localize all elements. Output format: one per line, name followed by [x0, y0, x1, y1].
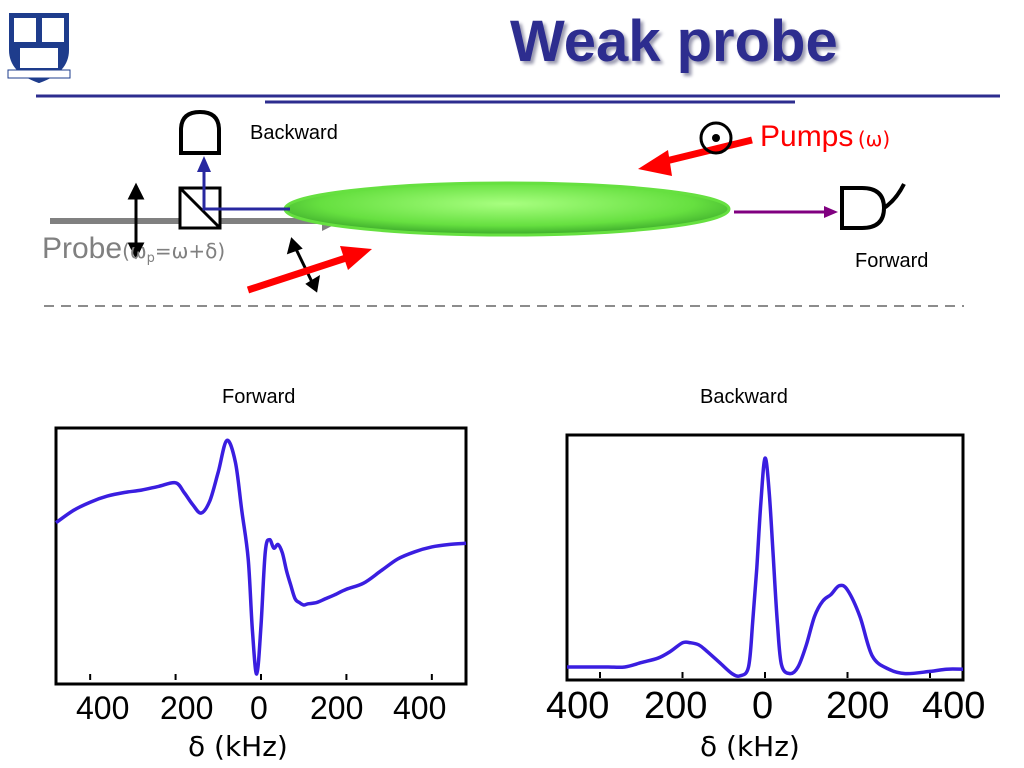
backward-detector-icon [179, 109, 221, 155]
probe-frequency-open: (ω [122, 239, 147, 263]
out-of-plane-polarization-icon [699, 121, 733, 155]
pumps-label-group: Pumps (ω) [760, 120, 890, 154]
atomic-cloud [283, 181, 731, 237]
pumps-label: Pumps [760, 120, 854, 153]
pump-beam-lower-arrowhead [340, 246, 372, 270]
probe-frequency-subscript: p [146, 251, 155, 267]
backward-x-axis-label: δ (kHz) [700, 730, 800, 763]
pump-beam-lower [246, 254, 348, 294]
forward-plot-frame [54, 426, 468, 686]
forward-tick-label: 200 [310, 690, 364, 726]
forward-detector-label: Forward [855, 250, 929, 272]
probe-label-group: Probe(ωp=ω+δ) [42, 232, 225, 266]
backward-tick-label: 200 [644, 685, 708, 727]
forward-detector-icon [840, 183, 906, 230]
university-shield-logo [7, 13, 71, 84]
forward-tick-label: 400 [393, 690, 447, 726]
forward-x-axis-label: δ (kHz) [188, 730, 288, 763]
vertical-polarization-arrow [127, 182, 145, 260]
backward-tick-label: 400 [922, 685, 986, 727]
forward-spectrum-line [54, 438, 467, 676]
forward-plot-title: Forward [222, 386, 296, 408]
backward-tick-label: 200 [826, 685, 890, 727]
backward-path-arrowhead [197, 156, 211, 172]
probe-label: Probe [42, 232, 123, 265]
forward-tick-label: 200 [160, 690, 214, 726]
pumps-frequency: (ω) [857, 127, 891, 151]
backward-plot-title: Backward [700, 386, 788, 408]
backward-tick-label: 400 [546, 685, 610, 727]
backward-tick-label: 0 [752, 685, 774, 727]
backward-path [202, 170, 290, 211]
pump-beam-upper-arrowhead [638, 150, 672, 176]
probe-frequency-rest: =ω+δ) [154, 239, 226, 263]
backward-spectrum-line [566, 456, 964, 678]
forward-tick-label: 0 [250, 690, 268, 726]
forward-path-arrowhead [824, 206, 838, 218]
forward-tick-label: 400 [76, 690, 130, 726]
forward-tick-marks [89, 674, 433, 680]
backward-tick-marks [599, 672, 931, 678]
backward-plot-frame [565, 433, 965, 682]
backward-detector-label: Backward [250, 122, 338, 144]
page-title: Weak probe [510, 9, 838, 74]
diagonal-polarization-arrow [286, 237, 321, 293]
